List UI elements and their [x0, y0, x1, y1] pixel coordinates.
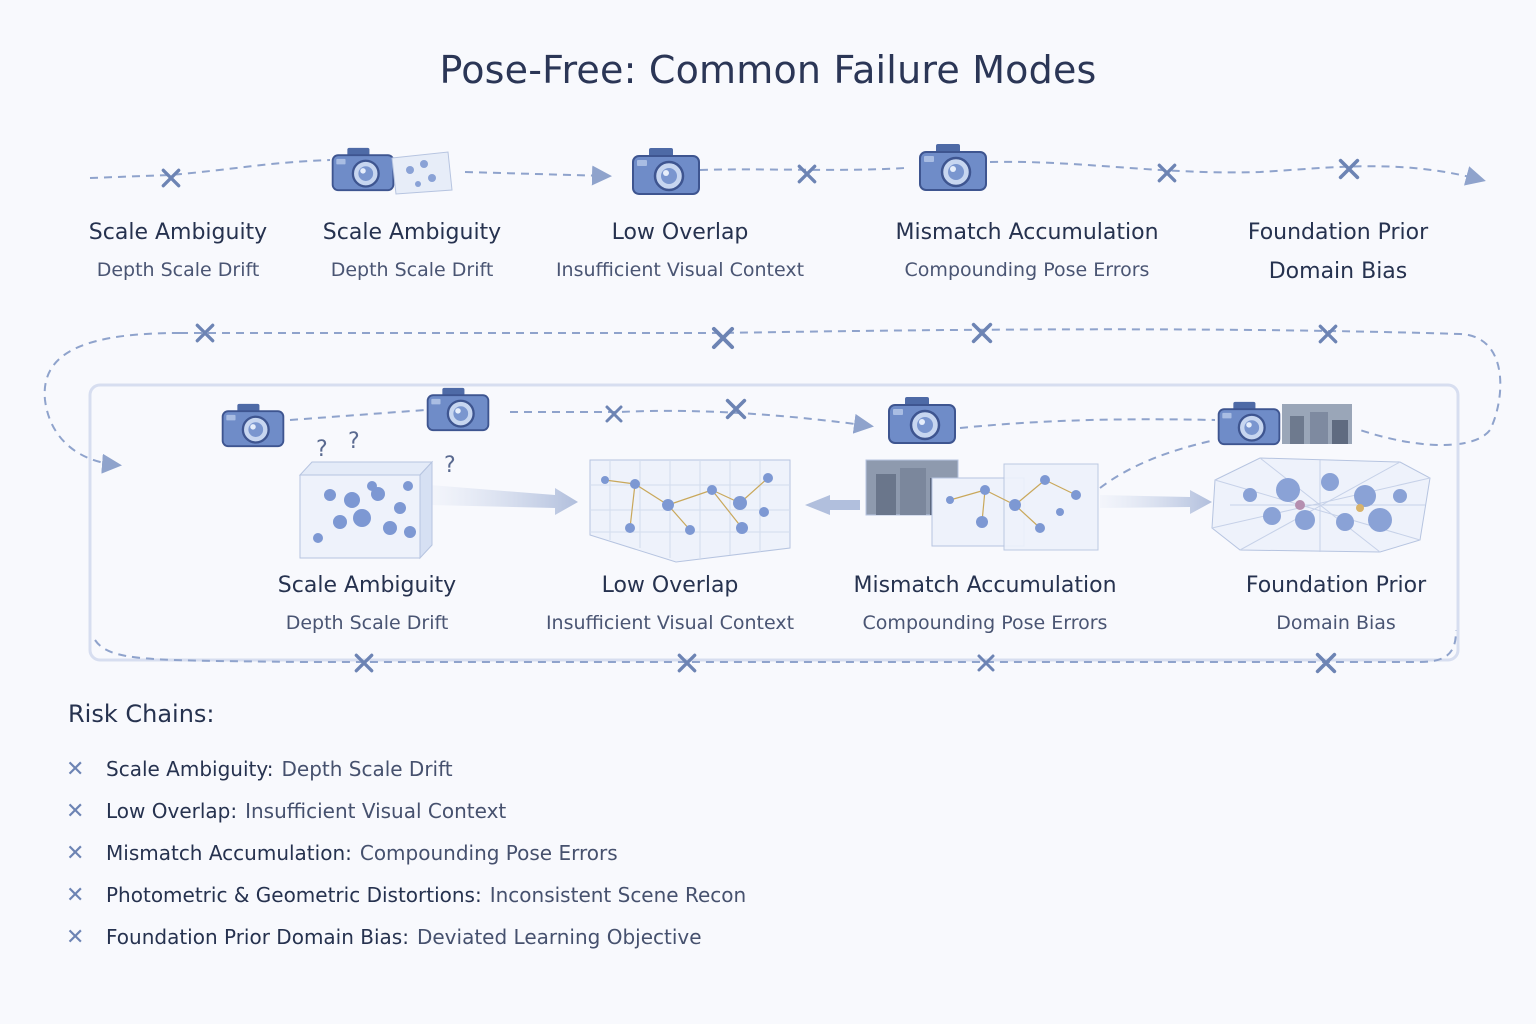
page-title: Pose-Free: Common Failure Modes [439, 48, 1097, 92]
question-mark: ? [316, 437, 328, 462]
risk-value: Insufficient Visual Context [245, 799, 507, 823]
x-mark-icon [971, 322, 993, 344]
risk-value: Deviated Learning Objective [416, 925, 702, 949]
bottom-row-flow [289, 409, 1216, 489]
camera-icon [918, 142, 988, 192]
list-item: ✕ Photometric & Geometric Distortions: Inc… [66, 874, 746, 916]
risk-key: Photometric & Geometric Distortions: [106, 883, 482, 907]
bottom-label-scale-ambiguity: Scale Ambiguity Depth Scale Drift [278, 573, 456, 634]
node-subtitle: Insufficient Visual Context [545, 612, 795, 634]
x-mark-icon [711, 326, 735, 350]
scene-photo-thumbnail [1282, 404, 1352, 444]
node-title: Mismatch Accumulation [853, 573, 1117, 598]
x-mark-icon [797, 164, 817, 184]
risk-key: Mismatch Accumulation: [106, 841, 352, 865]
x-mark-icon [1318, 324, 1338, 344]
top-label-scale-ambiguity: Scale Ambiguity Depth Scale Drift [89, 220, 267, 281]
risk-value: Inconsistent Scene Recon [489, 883, 747, 907]
mismatch-composite [865, 459, 1099, 551]
foundation-mesh [1211, 457, 1431, 553]
camera-icon [426, 386, 490, 432]
top-flow-line [89, 159, 1486, 186]
node-subtitle: Compounding Pose Errors [862, 612, 1108, 634]
node-title: Low Overlap [611, 220, 749, 245]
node-title: Foundation Prior [1247, 220, 1429, 245]
node-title: Scale Ambiguity [277, 573, 457, 598]
x-mark-icon: ✕ [66, 798, 85, 824]
question-mark: ? [444, 453, 456, 478]
list-item: ✕ Mismatch Accumulation: Compounding Pose … [66, 832, 746, 874]
top-label-mismatch-accumulation: Mismatch Accumulation Compounding Pose E… [895, 220, 1158, 281]
loop-flow-line [43, 328, 1502, 474]
uncertain-depth-cube [298, 460, 434, 560]
camera-icon [331, 146, 395, 192]
risk-key: Foundation Prior Domain Bias: [106, 925, 409, 949]
list-item: ✕ Foundation Prior Domain Bias: Deviated L… [66, 916, 746, 958]
top-label-scale-ambiguity-2: Scale Ambiguity Depth Scale Drift [323, 220, 501, 281]
node-subtitle: Domain Bias [1276, 612, 1396, 634]
bottom-panel [88, 383, 1460, 662]
camera-icon [221, 402, 285, 448]
node-title: Scale Ambiguity [88, 220, 268, 245]
camera-icon [631, 146, 701, 196]
risk-chains-title: Risk Chains: [68, 700, 215, 728]
risk-key: Low Overlap: [106, 799, 238, 823]
x-mark-icon [1157, 163, 1177, 183]
node-subtitle: Depth Scale Drift [96, 259, 260, 281]
x-mark-icon [605, 405, 623, 423]
x-mark-icon [725, 398, 747, 420]
top-label-foundation-prior: Foundation Prior Domain Bias [1248, 220, 1428, 284]
list-item: ✕ Low Overlap: Insufficient Visual Context [66, 790, 746, 832]
node-title: Scale Ambiguity [322, 220, 502, 245]
node-subtitle: Domain Bias [1268, 259, 1408, 284]
x-mark-icon [1315, 652, 1337, 674]
camera-icon [887, 395, 957, 445]
node-title: Low Overlap [601, 573, 739, 598]
camera-icon [1217, 400, 1281, 446]
bottom-label-mismatch-accumulation: Mismatch Accumulation Compounding Pose E… [853, 573, 1116, 634]
node-subtitle: Insufficient Visual Context [555, 259, 805, 281]
node-subtitle: Compounding Pose Errors [904, 259, 1150, 281]
risk-value: Depth Scale Drift [281, 757, 453, 781]
sparse-graph-box [589, 459, 791, 563]
question-mark: ? [348, 429, 360, 454]
x-mark-icon: ✕ [66, 756, 85, 782]
bottom-label-foundation-prior: Foundation Prior Domain Bias [1246, 573, 1426, 634]
node-title: Foundation Prior [1245, 573, 1427, 598]
list-item: ✕ Scale Ambiguity: Depth Scale Drift [66, 748, 746, 790]
bottom-label-low-overlap: Low Overlap Insufficient Visual Context [546, 573, 794, 634]
node-subtitle: Depth Scale Drift [285, 612, 449, 634]
risk-key: Scale Ambiguity: [106, 757, 274, 781]
point-cloud-thumbnail [391, 151, 453, 195]
top-label-low-overlap: Low Overlap Insufficient Visual Context [556, 220, 804, 281]
x-mark-icon [161, 168, 181, 188]
beam-arrow [430, 485, 578, 515]
risk-value: Compounding Pose Errors [359, 841, 618, 865]
x-mark-icon [1338, 158, 1360, 180]
beam-arrow [805, 495, 860, 515]
x-mark-icon: ✕ [66, 924, 85, 950]
bottom-flow-line [94, 629, 1457, 663]
node-title: Mismatch Accumulation [895, 220, 1159, 245]
node-subtitle: Depth Scale Drift [330, 259, 494, 281]
x-mark-icon: ✕ [66, 882, 85, 908]
risk-chains-list: ✕ Scale Ambiguity: Depth Scale Drift ✕ Low … [66, 748, 746, 958]
x-mark-icon: ✕ [66, 840, 85, 866]
beam-arrow [1100, 490, 1212, 514]
